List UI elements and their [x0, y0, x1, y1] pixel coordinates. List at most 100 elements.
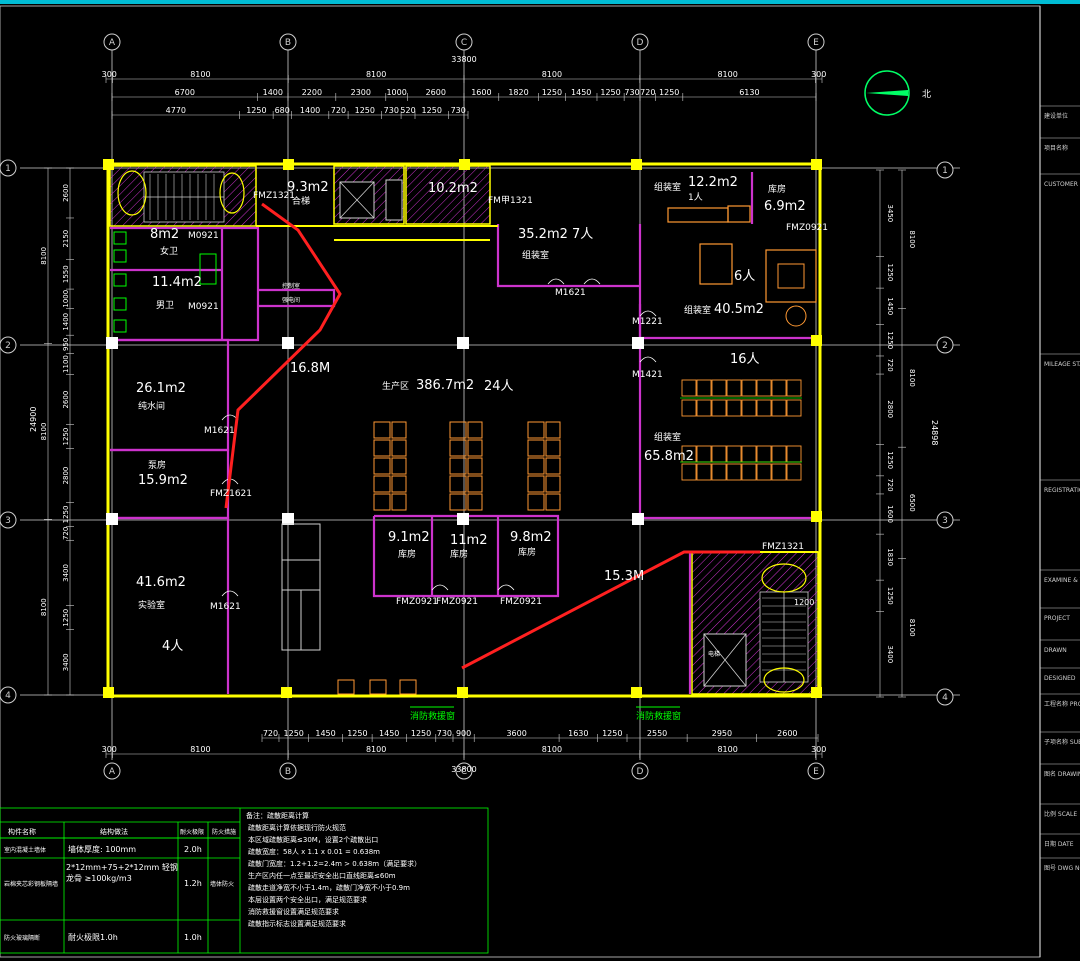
column-yellow [283, 159, 294, 170]
title-block-label: 图名 DRAWING [1044, 770, 1080, 778]
dim-left-bays-label: 8100 [40, 423, 48, 441]
column-white [282, 337, 294, 349]
room-9-area: 26.1m2 [136, 381, 186, 396]
room-6-extra: 1人 [688, 192, 703, 203]
shaft-small [385, 179, 403, 221]
dim-top-row3-label: 680 [275, 106, 290, 115]
dim-bottom-row1-label: 2550 [647, 729, 667, 738]
grid-label-3-left: 3 [5, 516, 11, 526]
room-7-area: 6.9m2 [764, 199, 806, 214]
washroom-fixture-3 [113, 273, 127, 287]
round-table [785, 305, 807, 327]
desk [726, 399, 742, 417]
title-block-label: 建设单位 [1044, 112, 1068, 120]
note-line: 本层设置两个安全出口，满足规范要求 [248, 895, 367, 904]
washroom-fixture-4 [113, 297, 127, 311]
grid-bubble-2-right [936, 336, 954, 354]
room-13-name: 组装室 [654, 431, 681, 443]
column-white [106, 337, 118, 349]
dim-right-outer-label: 1250 [886, 587, 894, 605]
grid-label-e-bottom: E [813, 767, 819, 777]
dim-top-row1-label: 300 [811, 70, 826, 79]
column-yellow [811, 335, 822, 346]
compass-needle [866, 90, 908, 96]
workbench-cell [545, 439, 561, 457]
dim-left-outer-label: 1250 [62, 428, 70, 446]
dim-top-row3-label: 520 [400, 106, 415, 115]
door-swings [221, 278, 657, 597]
desk [696, 399, 712, 417]
title-block-label: 项目名称 [1044, 144, 1068, 152]
column-white [632, 513, 644, 525]
bench-bottom-2 [369, 679, 387, 695]
workbench-cell [373, 439, 391, 457]
dim-left-outer-label: 1100 [62, 355, 70, 373]
note-line: 疏散指示标志设置满足规范要求 [248, 919, 346, 928]
room-4-name: 男卫 [156, 300, 174, 311]
dim-right-outer-label: 720 [886, 478, 894, 491]
workbench-cell [545, 475, 561, 493]
room-8-area: 40.5m2 [714, 302, 764, 317]
grid-bubble-e-bottom [807, 762, 825, 780]
room-1-area: 9.3m2 [287, 180, 329, 195]
structural-columns [103, 159, 822, 698]
grid-bubble-e-top [807, 33, 825, 51]
workbench-cell [527, 493, 545, 511]
grid-bubble-b-bottom [279, 762, 297, 780]
door-label-2: M0921 [188, 231, 219, 241]
stair-nw-landing-2 [219, 172, 245, 214]
room-3-area: 8m2 [150, 227, 179, 242]
door-swing [221, 590, 239, 597]
column-yellow [631, 687, 642, 698]
desk [711, 445, 727, 463]
dim-bottom-row1-label: 1250 [602, 729, 622, 738]
dim-bottom-row1-label: 3600 [506, 729, 526, 738]
stair-nw [117, 170, 245, 223]
dim-bottom-row2-label: 8100 [366, 745, 386, 754]
dim-top-row3-label: 1250 [422, 106, 442, 115]
workbench-cell [373, 493, 391, 511]
workbench-cell [391, 421, 407, 439]
dim-right-outer-label: 1250 [886, 263, 894, 281]
dim-left-outer-label: 3400 [62, 564, 70, 582]
dim-top-row3-label: 4770 [166, 106, 186, 115]
table-frame [0, 807, 489, 954]
desk [741, 399, 757, 417]
grid-label-1-right: 1 [942, 166, 948, 176]
compass-ring [864, 70, 910, 116]
note-line: 本区域疏散距离≤30M，设置2个疏散出口 [248, 835, 378, 844]
workbench-cell [467, 475, 483, 493]
workbench-cell [391, 475, 407, 493]
column-white [632, 337, 644, 349]
table-r3-c2: 耐火极限1.0h [68, 932, 118, 942]
elevator-car-x2 [339, 181, 375, 219]
table-header-2: 结构做法 [100, 827, 128, 836]
desk [786, 463, 802, 481]
door-swing [639, 310, 657, 317]
elevator-shafts [339, 179, 403, 221]
dim-bottom-row1-label: 900 [456, 729, 471, 738]
dim-left-outer-label: 3400 [62, 653, 70, 671]
desk [696, 445, 712, 463]
door-label-1: FMZ1321 [253, 191, 295, 201]
evacuation-route-2 [461, 550, 760, 670]
room-13-extra: 16人 [730, 352, 760, 367]
title-block-label: 工程名称 PROJECT [1044, 700, 1080, 708]
dim-left-outer-label: 2800 [62, 467, 70, 485]
desk [756, 445, 772, 463]
grid-label-1-left: 1 [5, 164, 11, 174]
dim-left-bays-label: 8100 [40, 598, 48, 616]
grid-label-3-right: 3 [942, 516, 948, 526]
grid-column-bubbles-bottom: A B C D E [103, 762, 825, 780]
room-15-area: 11m2 [450, 533, 487, 548]
dim-left-outer-label: 2600 [62, 391, 70, 409]
door-label-5: M1621 [555, 288, 586, 298]
room-4-area: 11.4m2 [152, 275, 202, 290]
workbench-cell [449, 457, 467, 475]
desk [771, 445, 787, 463]
room-6-name: 组装室 [654, 181, 681, 193]
room-5-area: 35.2m2 7人 [518, 227, 593, 242]
grid-label-a-bottom: A [109, 767, 116, 777]
grid-bubble-a-bottom [103, 762, 121, 780]
dim-top-row2-label: 1820 [508, 88, 528, 97]
